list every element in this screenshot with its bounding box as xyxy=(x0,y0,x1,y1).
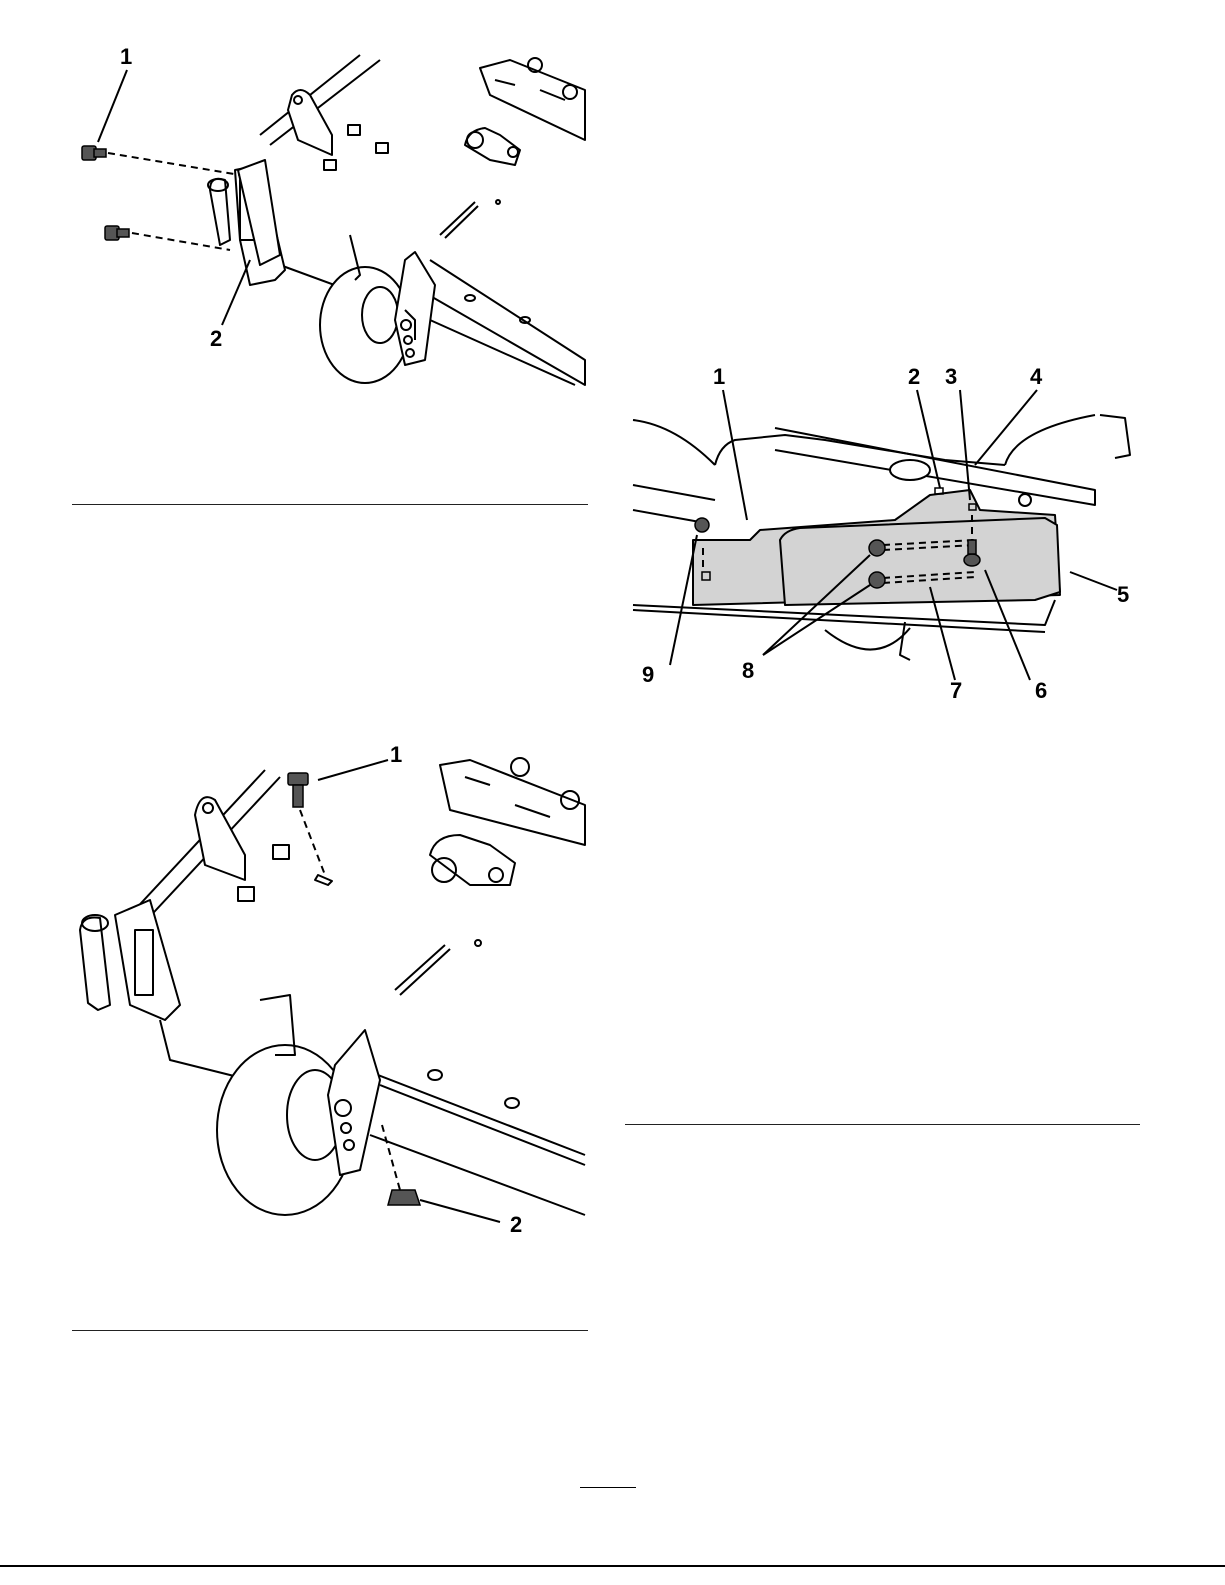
figure-b-callout-7: 7 xyxy=(950,678,962,703)
divider-a xyxy=(72,504,588,505)
figure-a-callout-2: 2 xyxy=(210,326,222,351)
figure-b-callout-3: 3 xyxy=(945,364,957,389)
divider-c xyxy=(72,1330,588,1331)
figure-b-callout-2: 2 xyxy=(908,364,920,389)
page-bottom-border xyxy=(0,1565,1225,1567)
figure-b-callout-9: 9 xyxy=(642,662,654,687)
figure-a-bracket-removal: 1 2 xyxy=(70,40,590,400)
figure-c-bolt-removal: 1 2 xyxy=(70,735,590,1255)
figure-b-callout-8: 8 xyxy=(742,658,754,683)
figure-a-callout-1: 1 xyxy=(120,44,132,69)
figure-b-callout-5: 5 xyxy=(1117,582,1129,607)
figure-b-callout-1: 1 xyxy=(713,364,725,389)
figure-c-callout-1: 1 xyxy=(390,742,402,767)
divider-b xyxy=(625,1124,1140,1125)
page-number-rule xyxy=(580,1487,636,1488)
figure-c-callout-2: 2 xyxy=(510,1212,522,1237)
figure-b-callout-6: 6 xyxy=(1035,678,1047,703)
figure-b-deck-shield: 1 2 3 4 5 6 7 8 9 xyxy=(625,360,1155,710)
figure-b-callout-4: 4 xyxy=(1030,364,1043,389)
